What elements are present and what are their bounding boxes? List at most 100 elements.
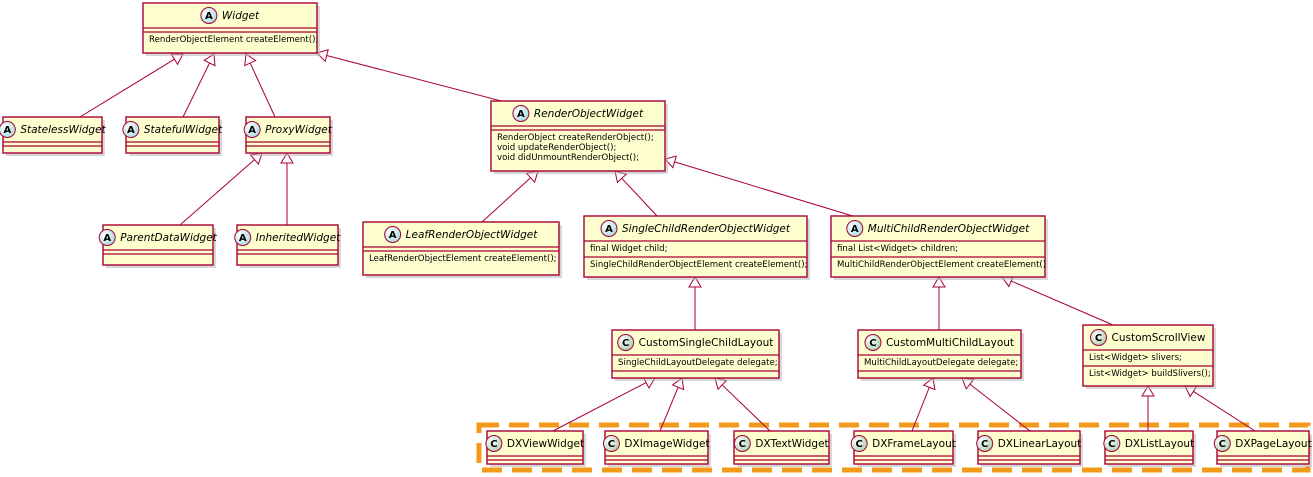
class-name: DXListLayout — [1125, 438, 1194, 450]
abstract-class-icon: A — [200, 7, 218, 24]
inheritance-line — [621, 177, 659, 218]
stereotype-letter: C — [869, 338, 876, 349]
inheritance-edge — [79, 53, 184, 118]
stereotype-letter: C — [1219, 439, 1226, 450]
stereotype-circle — [122, 121, 140, 138]
stereotype-circle — [850, 435, 868, 452]
stereotype-letter: A — [517, 109, 525, 120]
stereotype-letter: C — [1108, 439, 1115, 450]
inheritance-line — [79, 58, 175, 118]
abstract-class-icon: A — [384, 226, 402, 243]
abstract-class-icon: A — [600, 220, 618, 237]
stereotype-letter: A — [127, 125, 135, 136]
inheritance-edge — [244, 53, 276, 118]
generalization-arrowhead — [244, 53, 257, 67]
inheritance-line — [659, 387, 679, 432]
class-dx-linear-layout[interactable]: DXLinearLayout C — [976, 430, 1083, 467]
class-box — [125, 116, 220, 154]
stereotype-circle — [617, 334, 635, 351]
class-member: final Widget child; — [590, 244, 668, 254]
class-stateless-widget[interactable]: StatelessWidget A — [0, 116, 107, 156]
stereotype-letter: A — [389, 230, 397, 241]
inheritance-edge — [664, 155, 857, 218]
stereotype-letter: A — [239, 233, 247, 244]
class-method: LeafRenderObjectElement createElement(); — [369, 254, 557, 264]
stereotype-letter: A — [3, 125, 11, 136]
abstract-class-icon: A — [122, 121, 140, 138]
class-box — [830, 215, 1046, 278]
class-box — [236, 224, 339, 266]
inheritance-line — [481, 177, 531, 223]
stereotype-letter: C — [981, 439, 988, 450]
inheritance-line — [1010, 280, 1114, 326]
inheritance-edge — [1141, 385, 1155, 431]
class-custom-single-child-layout[interactable]: CustomSingleChildLayoutCSingleChildLayou… — [611, 329, 782, 381]
class-icon: C — [733, 435, 751, 452]
stereotype-circle — [602, 435, 620, 452]
stereotype-letter: C — [1095, 333, 1102, 344]
inheritance-edge — [481, 170, 539, 223]
abstract-class-icon: A — [243, 121, 261, 138]
class-name: LeafRenderObjectWidget — [406, 229, 539, 241]
class-member: List<Widget> slivers; — [1089, 353, 1182, 363]
stereotype-letter: A — [605, 224, 613, 235]
class-box — [604, 430, 709, 465]
class-name: DXFrameLayout — [872, 438, 956, 450]
stereotype-letter: A — [851, 224, 859, 235]
inheritance-line — [674, 161, 857, 218]
stereotype-circle — [512, 105, 530, 122]
class-icon: C — [976, 435, 994, 452]
inheritance-edge — [1001, 274, 1114, 326]
stereotype-letter: C — [855, 439, 862, 450]
inheritance-edge — [280, 152, 294, 225]
class-custom-multi-child-layout[interactable]: CustomMultiChildLayoutCMultiChildLayoutD… — [857, 329, 1024, 381]
abstract-class-icon: A — [98, 229, 116, 246]
inheritance-line — [969, 383, 1031, 432]
class-name: SingleChildRenderObjectWidget — [622, 223, 791, 235]
inheritance-edge — [614, 170, 659, 218]
stereotype-circle — [200, 7, 218, 24]
generalization-arrowhead — [688, 276, 702, 288]
class-icon: C — [485, 435, 503, 452]
abstract-class-icon: A — [512, 105, 530, 122]
stereotype-letter: A — [248, 125, 256, 136]
class-name: ProxyWidget — [265, 124, 333, 136]
class-box — [1104, 430, 1194, 465]
class-dx-list-layout[interactable]: DXListLayout C — [1103, 430, 1196, 467]
class-parent-data-widget[interactable]: ParentDataWidget A — [98, 224, 218, 268]
stereotype-letter: A — [103, 233, 111, 244]
generalization-arrowhead — [203, 53, 216, 67]
class-icon: C — [602, 435, 620, 452]
abstract-class-icon: A — [846, 220, 864, 237]
class-proxy-widget[interactable]: ProxyWidget A — [243, 116, 333, 156]
class-method: RenderObjectElement createElement(); — [149, 35, 318, 45]
class-dx-frame-layout[interactable]: DXFrameLayout C — [850, 430, 956, 467]
abstract-class-icon: A — [234, 229, 252, 246]
class-method: void updateRenderObject(); — [497, 143, 616, 153]
inheritance-edge — [932, 276, 946, 330]
generalization-arrowhead — [1141, 385, 1155, 397]
inheritance-edge — [1184, 385, 1256, 432]
class-name: DXLinearLayout — [998, 438, 1082, 450]
class-name: StatelessWidget — [20, 124, 106, 136]
class-leaf-render-object-widget[interactable]: LeafRenderObjectWidget A LeafRenderObjectE… — [362, 221, 562, 278]
stereotype-circle — [733, 435, 751, 452]
generalization-arrowhead — [932, 276, 946, 288]
stereotype-circle — [0, 121, 16, 138]
inheritance-line — [179, 159, 255, 226]
class-name: ParentDataWidget — [120, 232, 217, 244]
stereotype-circle — [600, 220, 618, 237]
